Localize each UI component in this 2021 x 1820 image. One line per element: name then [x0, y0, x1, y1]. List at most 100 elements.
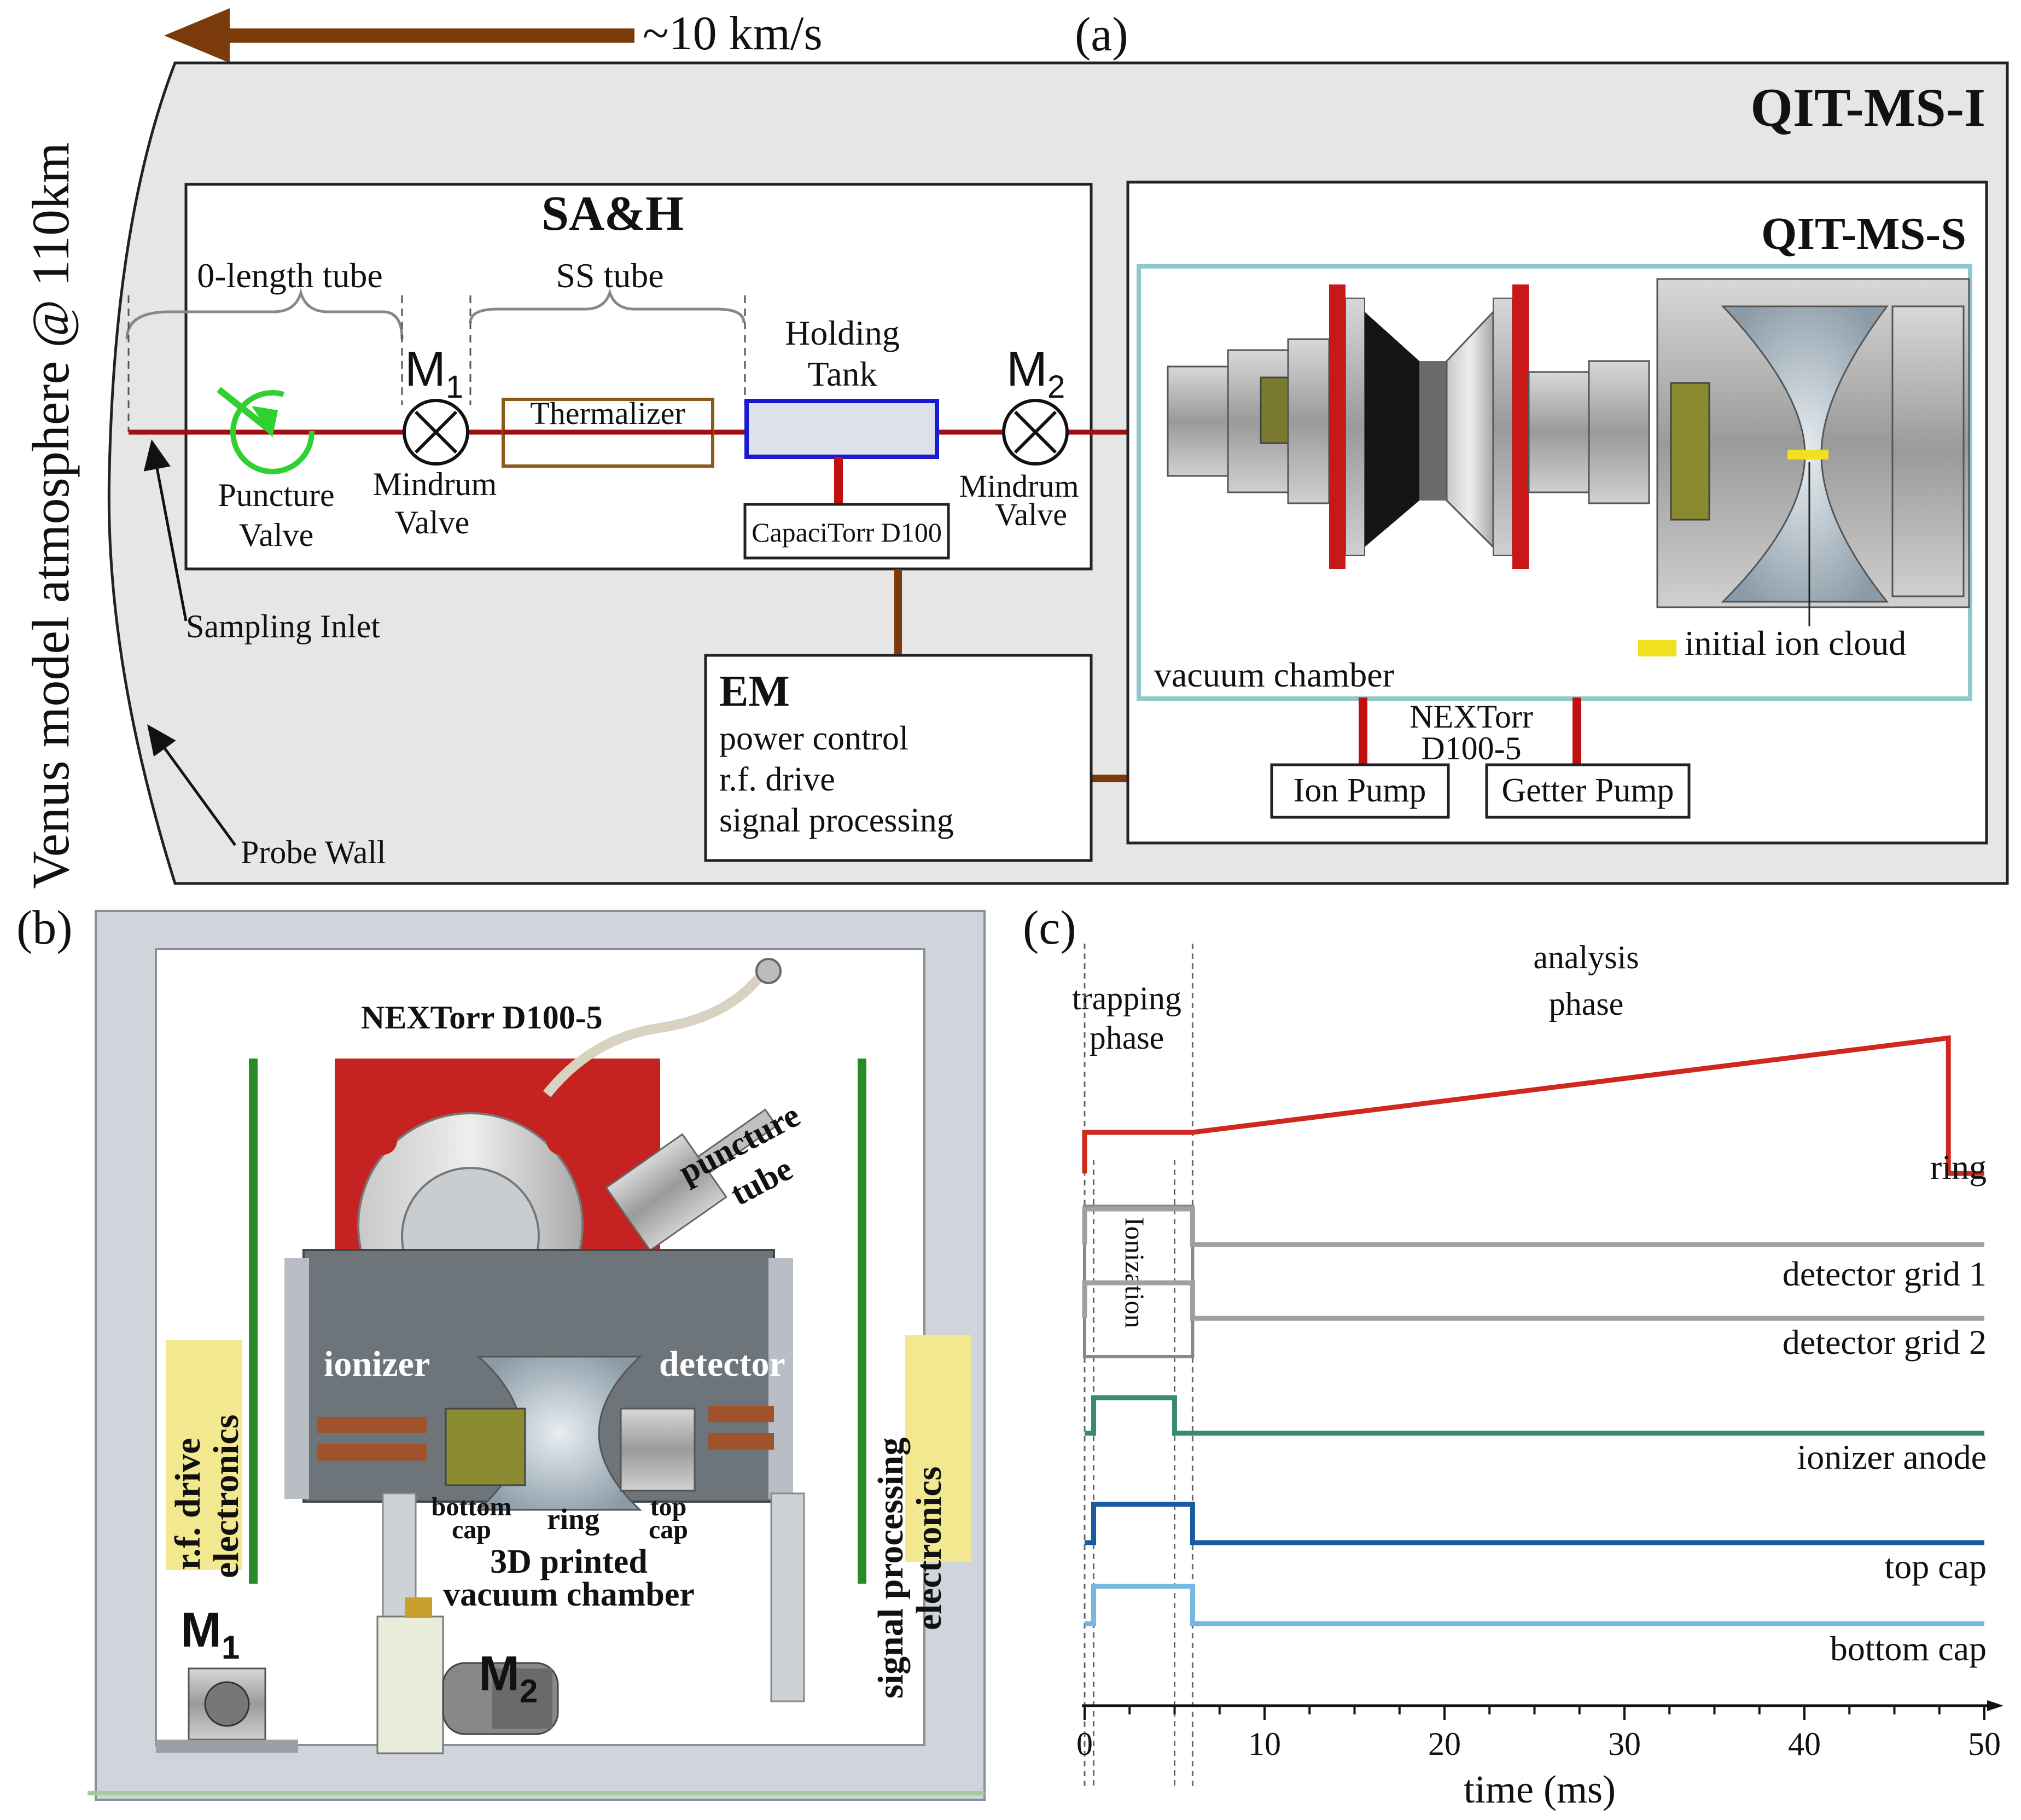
qit-assembly-drawing: [1167, 278, 1970, 626]
phase-markers: [1084, 944, 1193, 1789]
x-tick-label: 30: [1608, 1726, 1641, 1762]
nextorr-label: NEXTorr: [1410, 699, 1533, 735]
trace-label-detector-grid-2: detector grid 2: [1783, 1323, 1987, 1362]
m2-valve-drawing: [376, 1615, 444, 1754]
signal-processing-label: signal processing: [871, 1438, 911, 1699]
velocity-label: ~10 km/s: [643, 7, 823, 60]
mindrum1-label: Mindrum: [373, 466, 497, 502]
em-title: EM: [719, 667, 790, 716]
trace-labels: ring detector grid 1 detector grid 2 ionize…: [1783, 1148, 1987, 1668]
holding-tank: [744, 399, 939, 459]
qitms-i-title: QIT-MS-I: [1750, 77, 1985, 138]
thermalizer-label: Thermalizer: [530, 396, 685, 431]
puncture-valve-label: Puncture: [218, 477, 334, 513]
mindrum2-label: Mindrum: [959, 468, 1079, 504]
m1-label: M1: [405, 342, 463, 405]
trace-detector-grid-1: [1082, 1206, 1984, 1247]
ss-tube-brace: [469, 288, 746, 323]
probe-wall-label: Probe Wall: [241, 834, 386, 870]
capacitorr-box: [743, 503, 950, 560]
analysis-phase-label-2: phase: [1549, 986, 1624, 1022]
sampling-inlet-label: Sampling Inlet: [186, 608, 380, 644]
bottom-cap-label: bottom: [432, 1492, 512, 1521]
vacuum-chamber-outline: [1137, 264, 1972, 701]
panel-b-label: (b): [16, 902, 73, 955]
m2-b-label: M2: [479, 1647, 538, 1709]
trace-top-cap: [1085, 1502, 1984, 1545]
trace-label-top-cap: top cap: [1884, 1547, 1987, 1586]
ion-pump-label: Ion Pump: [1294, 772, 1426, 809]
x-tick-label: 10: [1248, 1726, 1281, 1762]
initial-ion-cloud: [1787, 450, 1828, 460]
getter-pump-label: Getter Pump: [1501, 772, 1674, 809]
mindrum1-label-2: Valve: [395, 504, 470, 540]
ionizer-label: ionizer: [324, 1344, 430, 1384]
ring-label: ring: [547, 1503, 599, 1536]
getter-pump-box: [1485, 763, 1691, 819]
em-line-2: r.f. drive: [719, 761, 835, 798]
signal-processing-label-2: electronics: [909, 1467, 949, 1630]
panel-c: (c) trapping phase analysis phase Ioniza…: [1023, 902, 2003, 1811]
mindrum2-label-2: Valve: [995, 497, 1067, 532]
em-line-3: signal processing: [719, 802, 954, 839]
puncture-valve-label-2: Valve: [239, 517, 314, 553]
em-box: [704, 654, 1093, 862]
ionization-label: Ionization: [1120, 1217, 1150, 1328]
top-cap-label-2: cap: [649, 1515, 688, 1544]
qitms-s-title: QIT-MS-S: [1761, 208, 1966, 259]
trace-label-bottom-cap: bottom cap: [1830, 1629, 1987, 1668]
zero-length-tube-brace: [125, 287, 404, 340]
trace-ring: [1082, 1035, 1984, 1176]
holding-tank-label: Holding: [785, 313, 900, 352]
rf-drive-label-2: electronics: [206, 1415, 246, 1578]
initial-ion-cloud-label: initial ion cloud: [1685, 624, 1906, 662]
rf-drive-label: r.f. drive: [168, 1438, 208, 1570]
venus-atmosphere-label: Venus model atmosphere @ 110km: [21, 142, 80, 889]
panel-a-label: (a): [1075, 8, 1128, 61]
trace-detector-grid-2: [1082, 1280, 1984, 1321]
zero-length-tube-label: 0-length tube: [197, 256, 382, 295]
ion-pump-box: [1270, 763, 1450, 819]
nextorr-b-label: NEXTorr D100-5: [361, 999, 603, 1036]
chamber-label: 3D printed: [490, 1543, 648, 1580]
chamber-label-2: vacuum chamber: [443, 1576, 695, 1613]
x-tick-label: 20: [1428, 1726, 1461, 1762]
x-tick-label: 40: [1788, 1726, 1821, 1762]
trace-ionizer-anode: [1085, 1395, 1984, 1436]
signal-processing-label-bg: [905, 1335, 971, 1562]
trace-bottom-cap: [1085, 1584, 1984, 1626]
top-cap-label: top: [650, 1492, 687, 1521]
trace-label-ionizer-anode: ionizer anode: [1797, 1438, 1987, 1476]
velocity-arrow: [164, 8, 634, 63]
nextorr-label-2: D100-5: [1421, 730, 1521, 766]
trapping-phase-label: trapping: [1072, 980, 1181, 1016]
vacuum-chamber-label: vacuum chamber: [1154, 655, 1394, 694]
x-axis: 0 10 20 30 40 50: [1076, 1700, 2003, 1762]
panel-c-label: (c): [1023, 902, 1076, 955]
x-axis-arrowhead: [1987, 1700, 2003, 1711]
rf-drive-label-bg: [166, 1340, 242, 1570]
panel-b: (b): [16, 902, 986, 1801]
holding-tank-label-2: Tank: [807, 354, 877, 393]
trace-label-detector-grid-1: detector grid 1: [1783, 1254, 1987, 1293]
bottom-cap-label-2: cap: [452, 1515, 491, 1544]
analysis-phase-label: analysis: [1533, 939, 1639, 975]
x-axis-label: time (ms): [1464, 1767, 1616, 1811]
capacitorr-label: CapaciTorr D100: [752, 517, 942, 548]
panel-a: (a) QIT-MS-I SA&H 0-length tube SS tube …: [107, 8, 2009, 885]
x-tick-label: 50: [1968, 1726, 2001, 1762]
m2-label: M2: [1006, 342, 1065, 405]
ss-tube-label: SS tube: [556, 256, 663, 295]
em-line-1: power control: [719, 720, 908, 757]
puncture-valve-icon: [230, 390, 314, 474]
trapping-phase-label-2: phase: [1090, 1020, 1164, 1056]
trace-label-ring: ring: [1930, 1148, 1987, 1187]
sah-title: SA&H: [541, 187, 684, 241]
x-tick-label: 0: [1076, 1726, 1093, 1762]
puncture-tube-drawing: [605, 1108, 778, 1252]
ion-cloud-legend-swatch: [1638, 640, 1676, 656]
signal-traces: [1082, 1035, 1984, 1626]
m1-b-label: M1: [180, 1603, 240, 1666]
detector-label: detector: [659, 1344, 785, 1384]
